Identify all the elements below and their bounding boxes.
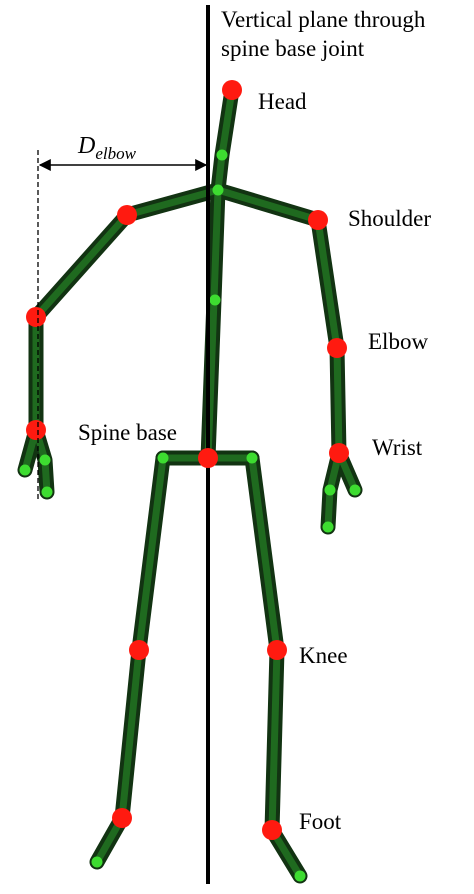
skeleton-bones (25, 90, 355, 876)
right-hip-joint (247, 453, 258, 464)
left-elbow-joint (26, 307, 46, 327)
left-hand-tip-joint (20, 465, 31, 476)
minor-joints (20, 150, 361, 882)
distance-label: Delbow (77, 133, 137, 163)
left-hip-joint (158, 453, 169, 464)
plane-label-line1: Vertical plane through (221, 7, 426, 32)
left-thumb-joint (40, 455, 51, 466)
right-hand-tip-joint (323, 522, 334, 533)
head-joint (222, 80, 242, 100)
left-thumb-tip-joint (42, 487, 53, 498)
left-foot-joint (112, 808, 132, 828)
left-knee-joint (129, 640, 149, 660)
right-shoulder-joint (308, 210, 328, 230)
right-knee-joint (267, 640, 287, 660)
wrist-label: Wrist (372, 435, 423, 460)
neck-joint (217, 150, 228, 161)
knee-label: Knee (299, 643, 348, 668)
spine-base-joint (198, 448, 218, 468)
right-toe-joint (295, 871, 306, 882)
left-shoulder-joint (117, 205, 137, 225)
left-toe-joint (92, 857, 103, 868)
spine-base-label: Spine base (78, 420, 177, 445)
elbow-label: Elbow (368, 329, 428, 354)
plane-label-line2: spine base joint (221, 36, 365, 61)
spine-shoulder-joint (213, 185, 224, 196)
foot-label: Foot (299, 809, 342, 834)
right-elbow-joint (327, 338, 347, 358)
skeleton-bones-highlight (25, 90, 355, 876)
distance-label-subscript: elbow (95, 144, 136, 163)
right-wrist-joint (329, 443, 349, 463)
right-hand-joint (325, 485, 336, 496)
right-thumb-joint (350, 485, 361, 496)
left-arm-bone (36, 190, 218, 430)
head-label: Head (258, 89, 307, 114)
left-wrist-joint (26, 420, 46, 440)
right-foot-joint (262, 820, 282, 840)
shoulder-label: Shoulder (348, 206, 431, 231)
spine-mid-joint (210, 295, 221, 306)
